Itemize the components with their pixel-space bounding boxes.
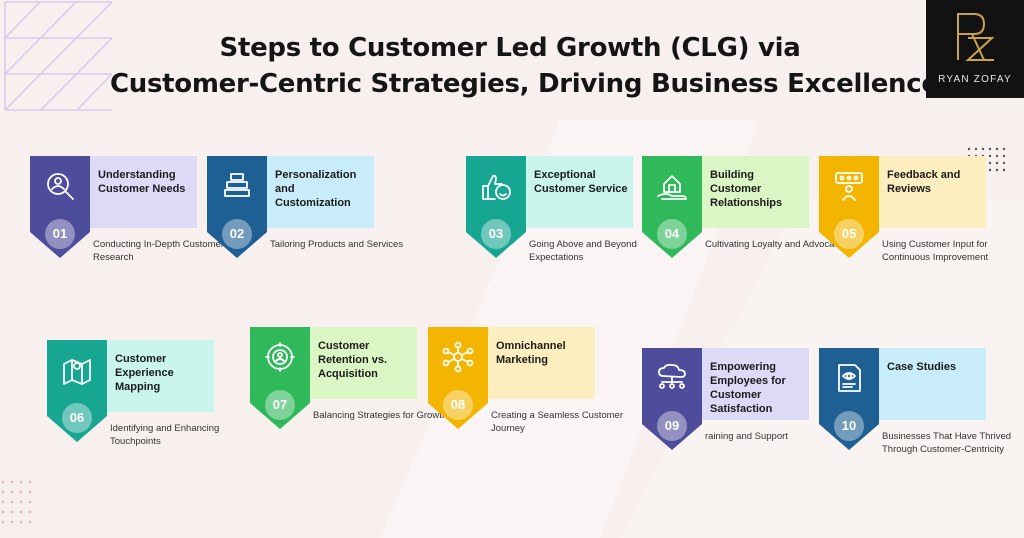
step-number: 01 [45, 219, 75, 249]
step-tab: 02 [207, 156, 267, 258]
step-tab: 01 [30, 156, 90, 258]
step-description: Going Above and Beyond Expectations [529, 239, 637, 263]
step-title: Building Customer Relationships [710, 169, 783, 209]
page-title: Steps to Customer Led Growth (CLG) via C… [110, 30, 949, 102]
step-number: 05 [834, 219, 864, 249]
step-title: Understanding Customer Needs [98, 169, 186, 195]
step-title-box: Case Studies [879, 348, 986, 420]
step-title-box: Customer Retention vs. Acquisition [310, 327, 417, 399]
step-title: Feedback and Reviews [887, 169, 961, 195]
step-number: 09 [657, 411, 687, 441]
step-tab-shape [819, 348, 879, 450]
step-tab-shape [642, 156, 702, 258]
step-tab: 05 [819, 156, 879, 258]
step-tab-shape [47, 340, 107, 442]
step-tab-shape [250, 327, 310, 429]
decorative-dots-bottom [1, 480, 32, 524]
step-number: 08 [443, 390, 473, 420]
step-title: Personalization and Customization [275, 169, 357, 209]
step-tab: 03 [466, 156, 526, 258]
step-tab: 06 [47, 340, 107, 442]
step-tab-shape [207, 156, 267, 258]
step-tab: 08 [428, 327, 488, 429]
step-description: Using Customer Input for Continuous Impr… [882, 239, 989, 263]
step-title-box: Building Customer Relationships [702, 156, 809, 228]
stacked-bars-icon [224, 173, 250, 197]
step-tab-shape [642, 348, 702, 450]
step-number: 06 [62, 403, 92, 433]
step-number: 07 [265, 390, 295, 420]
step-title: Case Studies [887, 361, 957, 373]
step-title: Customer Experience Mapping [115, 353, 174, 393]
rz-monogram-icon [957, 13, 995, 61]
step-tab: 07 [250, 327, 310, 429]
star-rating-person-icon [835, 172, 863, 201]
step-description: Tailoring Products and Services [270, 239, 404, 250]
step-number: 04 [657, 219, 687, 249]
title-line-1: Steps to Customer Led Growth (CLG) via [219, 33, 801, 63]
cloud-people-icon [658, 363, 686, 389]
map-pin-icon [63, 359, 91, 385]
step-description: Creating a Seamless Customer Journey [491, 410, 623, 434]
step-tab: 10 [819, 348, 879, 450]
brand-logo: RYAN ZOFAY [926, 0, 1024, 98]
step-description: Businesses That Have Thrived Through Cus… [882, 431, 1012, 455]
step-tab-shape [466, 156, 526, 258]
step-title: Customer Retention vs. Acquisition [318, 340, 388, 380]
step-title-box: Customer Experience Mapping [107, 340, 214, 412]
gear-people-icon [265, 342, 295, 372]
step-title-box: Exceptional Customer Service [526, 156, 633, 228]
step-description: Identifying and Enhancing Touchpoints [110, 423, 220, 447]
document-eye-icon [838, 364, 861, 392]
step-description: Cultivating Loyalty and Advocacy [705, 239, 844, 250]
step-title: Empowering Employees for Customer Satisf… [710, 361, 786, 415]
step-title-box: Omnichannel Marketing [488, 327, 595, 399]
thumbs-up-smile-icon [482, 174, 511, 200]
step-title: Omnichannel Marketing [496, 340, 566, 366]
step-tab-shape [30, 156, 90, 258]
step-description: raining and Support [705, 431, 788, 442]
brand-name: RYAN ZOFAY [938, 74, 1012, 85]
step-description: Balancing Strategies for Growth [313, 410, 448, 421]
step-title-box: Feedback and Reviews [879, 156, 986, 228]
network-icon [442, 341, 474, 373]
step-number: 02 [222, 219, 252, 249]
step-number: 10 [834, 411, 864, 441]
decorative-grid-lines [4, 1, 113, 111]
hand-house-icon [657, 175, 687, 200]
step-number: 03 [481, 219, 511, 249]
step-tab-shape [819, 156, 879, 258]
title-line-2: Customer-Centric Strategies, Driving Bus… [110, 69, 949, 99]
step-title: Exceptional Customer Service [534, 169, 628, 195]
step-description: Conducting In-Depth Customer Research [93, 239, 224, 263]
step-title-box: Empowering Employees for Customer Satisf… [702, 348, 809, 420]
search-person-icon [47, 173, 74, 200]
step-title-box: Understanding Customer Needs [90, 156, 197, 228]
step-title-box: Personalization and Customization [267, 156, 374, 228]
step-tab: 04 [642, 156, 702, 258]
step-tab: 09 [642, 348, 702, 450]
